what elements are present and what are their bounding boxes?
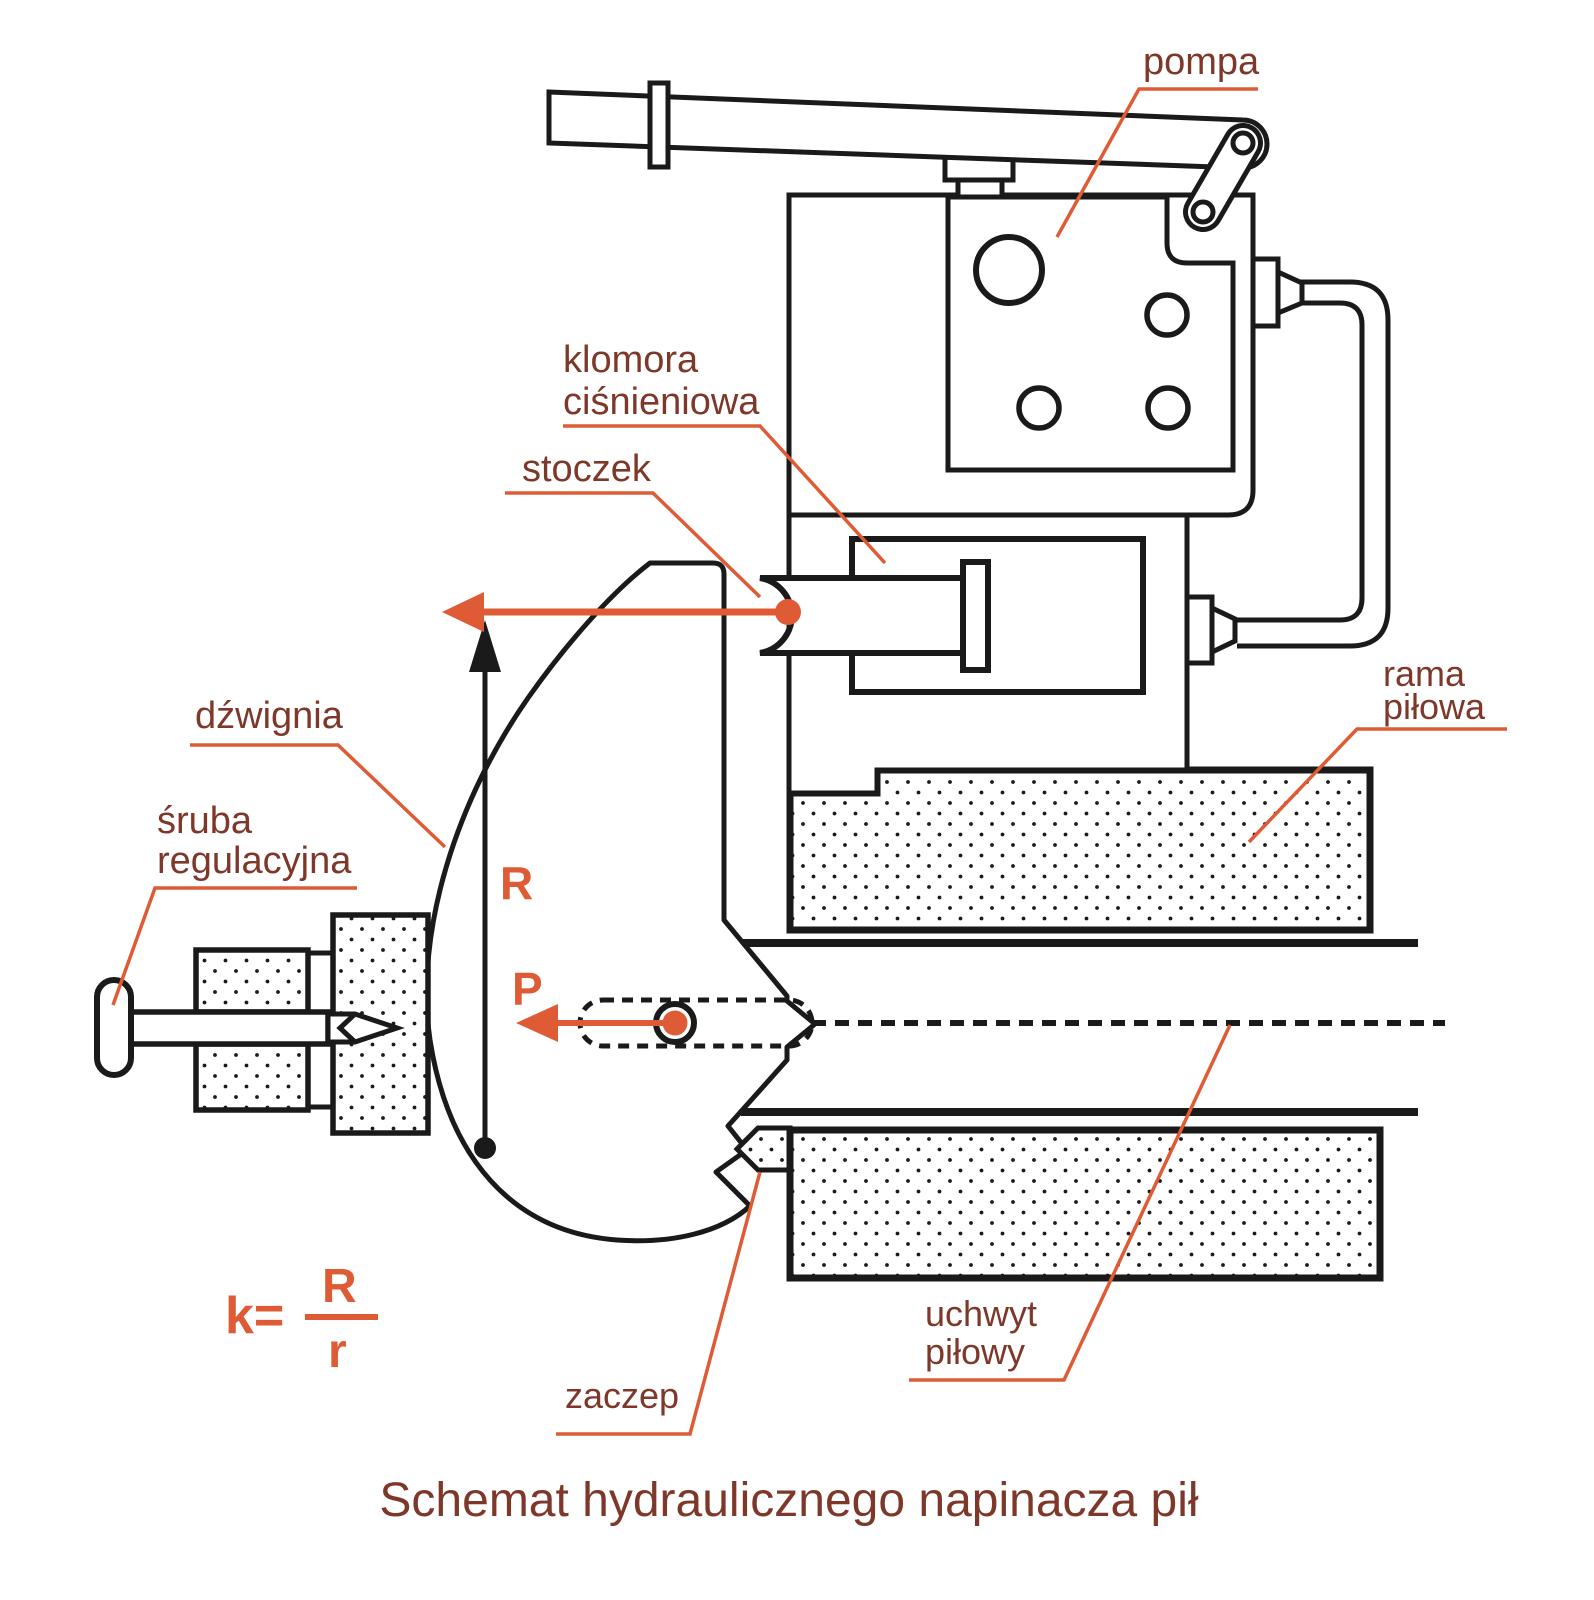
hose-inner-line <box>1237 300 1365 623</box>
pump-hole-large <box>973 234 1045 306</box>
label-stoczek: stoczek <box>522 448 652 490</box>
label-sruba-line1: śruba <box>157 800 253 842</box>
label-pompa: pompa <box>1143 41 1260 83</box>
pump-hole-right-lower <box>1145 385 1191 431</box>
label-rama-line2: piłowa <box>1383 686 1486 727</box>
piston-arrow-head <box>442 592 484 632</box>
label-rama-line1: rama <box>1383 653 1466 694</box>
label-sruba-line2: regulacyjna <box>157 840 352 882</box>
label-dzwignia: dźwignia <box>195 695 344 737</box>
formula-numerator: R <box>322 1260 357 1313</box>
screw-shaft <box>125 1009 331 1047</box>
pump-hole-right-upper <box>1144 292 1190 338</box>
screw-bracket-upper <box>193 947 311 1015</box>
label-uchwyt-line1: uchwyt <box>925 1293 1037 1334</box>
hose-fitting-lower <box>1184 594 1215 666</box>
leader-sruba <box>111 886 357 1006</box>
lever-shape <box>424 560 818 1244</box>
pump-hole-left-lower <box>1016 385 1062 431</box>
diagram-caption: Schemat hydraulicznego napinacza pił <box>379 1474 1199 1527</box>
catch-block <box>733 1125 793 1173</box>
bracket-neck <box>955 177 1005 200</box>
formula-denominator: r <box>328 1325 347 1378</box>
screw-tip-notch <box>336 1012 357 1044</box>
hose-fitting-upper <box>1250 256 1281 329</box>
hose-outer-line <box>1237 279 1391 649</box>
force-P-arrow-head <box>516 1004 558 1042</box>
leader-uchwyt <box>909 1024 1232 1382</box>
handle-ferrule <box>647 80 671 170</box>
saw-holder-band <box>786 1126 1384 1282</box>
hose-fitting-upper-cone <box>1275 268 1305 317</box>
label-zaczep: zaczep <box>565 1375 679 1416</box>
hose-fitting-lower-cone <box>1209 604 1238 656</box>
leader-rama <box>1247 727 1507 844</box>
blade-end-dashed-outline <box>577 997 815 1049</box>
leader-dzwignia <box>190 743 447 849</box>
leader-klomora <box>563 424 887 565</box>
formula-lhs: k= <box>225 1287 284 1345</box>
blade-pin-dot <box>662 1010 688 1036</box>
link-pin-upper <box>1230 130 1256 156</box>
piston-rod-dot <box>775 599 801 625</box>
leader-pompa <box>1055 87 1258 238</box>
label-klomora-line2: ciśnieniowa <box>563 381 760 423</box>
radius-R-label: R <box>500 857 533 909</box>
leader-stoczek <box>505 491 762 599</box>
lever-pivot-dot <box>474 1137 496 1159</box>
radius-R-arrow-head <box>469 620 501 672</box>
label-klomora-line1: klomora <box>563 339 699 381</box>
link-pin-lower <box>1190 199 1216 225</box>
piston-plate <box>960 559 991 673</box>
leader-zaczep <box>556 1171 762 1436</box>
label-uchwyt-line2: piłowy <box>925 1331 1025 1372</box>
screw-handle <box>94 977 134 1078</box>
force-P-label: P <box>512 963 543 1015</box>
link-rod-body <box>1188 128 1258 227</box>
screw-bracket-lower <box>193 1041 311 1113</box>
